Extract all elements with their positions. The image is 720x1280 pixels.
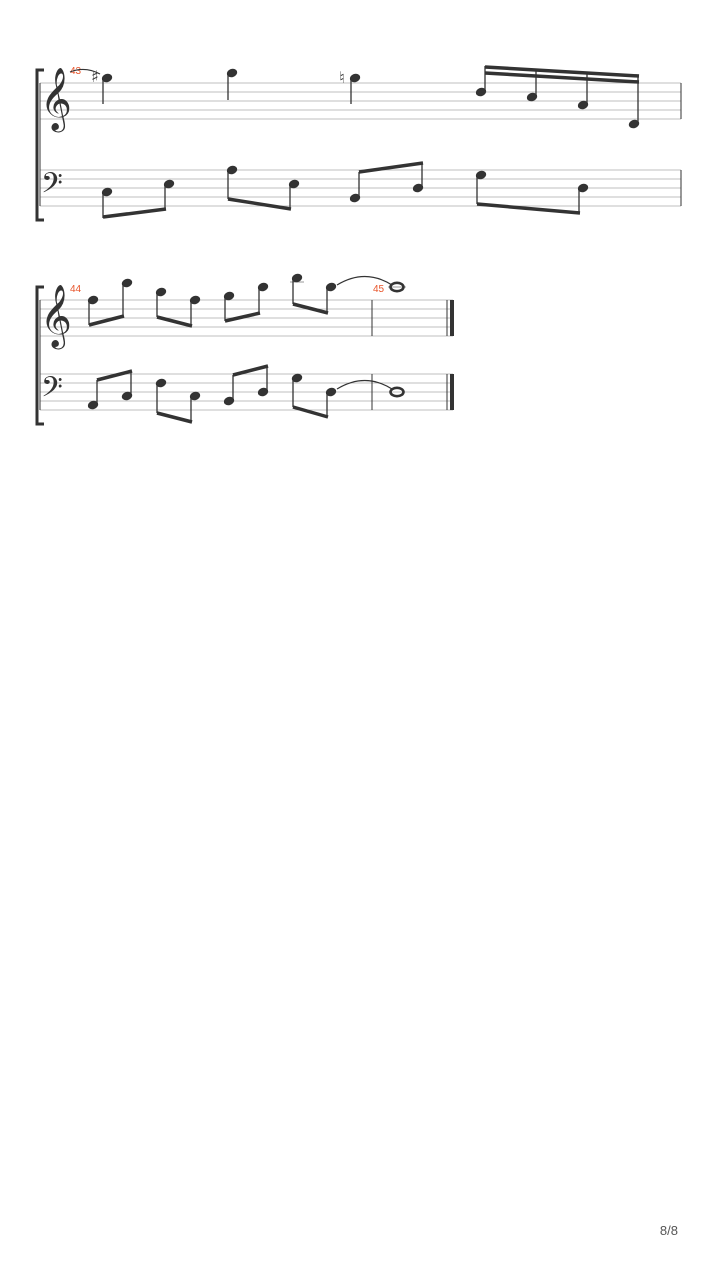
system-bracket [35,285,44,426]
system-2: 𝄞 𝄢 44 45 [35,273,454,426]
final-barline [446,300,454,410]
page-number: 8/8 [659,1223,678,1238]
bass-staff [40,169,681,207]
system-bracket [35,68,44,222]
measure-number: 44 [70,284,82,295]
treble-notes [87,273,406,328]
bass-clef-icon: 𝄢 [41,371,63,411]
sharp-icon: ♯ [91,67,99,86]
tie [336,379,393,390]
bass-staff [40,373,453,411]
treble-clef-icon: 𝄞 [40,284,72,350]
natural-icon: ♮ [339,68,345,87]
bass-notes [87,364,405,424]
whole-note [389,281,405,293]
tie [336,275,393,286]
measure-number: 45 [373,284,385,295]
tie [69,68,101,75]
bass-clef-icon: 𝄢 [41,167,63,207]
whole-note [389,386,405,398]
treble-notes: ♯ ♮ [91,65,640,129]
treble-staff [40,82,681,120]
system-1: 𝄞 𝄢 43 ♯ ♮ [35,65,682,222]
measure-number: 43 [70,66,82,77]
treble-staff [40,299,453,337]
bass-notes [101,161,589,219]
treble-clef-icon: 𝄞 [40,67,72,133]
